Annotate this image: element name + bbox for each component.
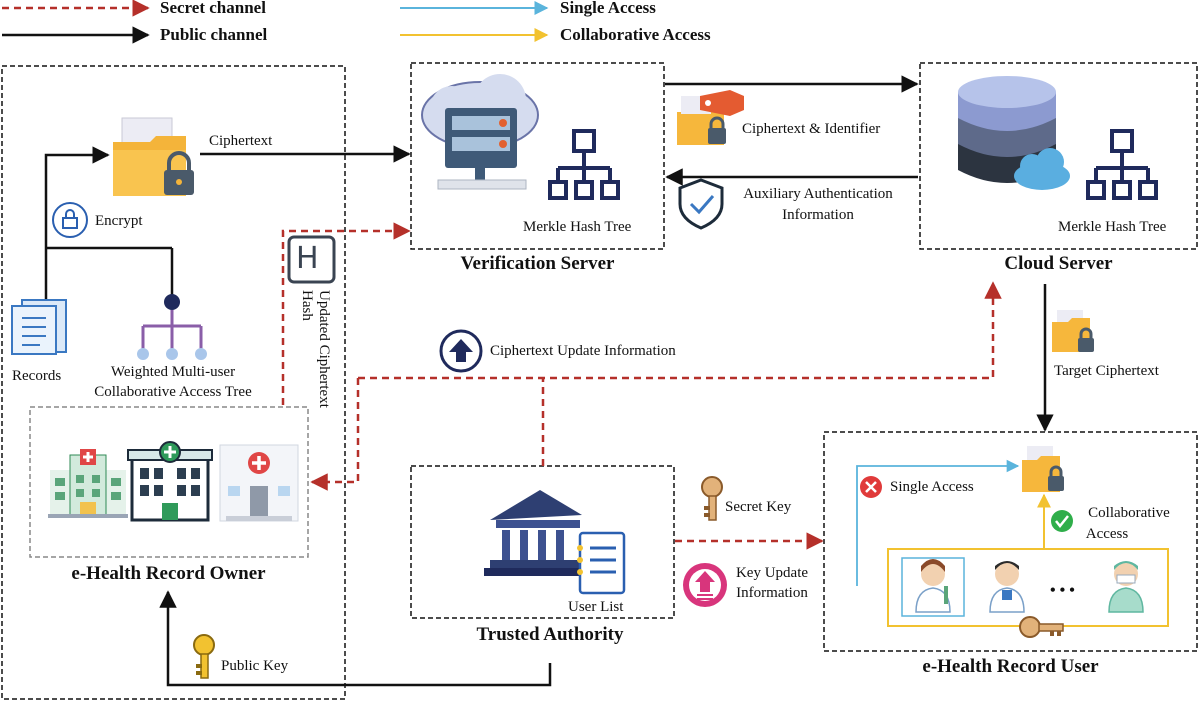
hospital-icon-3 bbox=[219, 444, 299, 522]
target-ciphertext-icon bbox=[1052, 310, 1094, 352]
user-folder-icon bbox=[1022, 446, 1064, 492]
deny-icon bbox=[860, 476, 882, 498]
single-user-frame bbox=[901, 557, 965, 617]
merkle-tree-icon bbox=[548, 129, 620, 200]
encrypt-icon bbox=[52, 202, 88, 238]
hash-label: Updated Ciphertext Hash bbox=[299, 290, 332, 408]
shield-check-icon bbox=[678, 178, 724, 230]
encrypted-folder-icon bbox=[113, 117, 194, 196]
cloud-server-rack-icon bbox=[421, 74, 539, 190]
public-key-icon bbox=[193, 634, 215, 679]
check-icon bbox=[1051, 510, 1073, 532]
records-label: Records bbox=[12, 368, 62, 384]
legend-single-label: Single Access bbox=[560, 0, 656, 17]
nurse-avatar-icon bbox=[1108, 561, 1144, 613]
cloud-server-title: Cloud Server bbox=[1004, 253, 1113, 274]
target-ciphertext-label: Target Ciphertext bbox=[1054, 363, 1159, 379]
records-to-folder-arrow bbox=[44, 146, 110, 300]
ciphertext-identifier-icon bbox=[677, 90, 744, 145]
merkle-tree-icon-2 bbox=[1086, 129, 1158, 200]
single-access-arrow bbox=[856, 459, 1020, 586]
small-cloud-icon bbox=[1014, 148, 1070, 190]
verification-mht-label: Merkle Hash Tree bbox=[523, 219, 632, 235]
user-box bbox=[823, 431, 1198, 652]
hash-update-arrow bbox=[281, 222, 411, 405]
key-update-icon bbox=[683, 563, 727, 607]
hash-icon-letter: H bbox=[296, 241, 319, 276]
cloud-mht-label: Merkle Hash Tree bbox=[1058, 219, 1167, 235]
encrypt-label: Encrypt bbox=[95, 213, 143, 229]
secret-key-icon bbox=[701, 476, 723, 521]
collab-access-label-line1: Collaborative bbox=[1088, 505, 1170, 521]
access-tree-label-line2: Collaborative Access Tree bbox=[94, 384, 252, 400]
legend-secret-label: Secret channel bbox=[160, 0, 266, 17]
hospital-icon-1 bbox=[48, 449, 128, 518]
ct-update-label: Ciphertext Update Information bbox=[490, 343, 676, 359]
legend-collab-label: Collaborative Access bbox=[560, 25, 711, 44]
hospital-icon-2 bbox=[127, 441, 213, 522]
key-update-label-line1: Key Update bbox=[735, 565, 809, 581]
more-users-ellipsis: • • • bbox=[1050, 582, 1075, 599]
access-tree-icon bbox=[137, 294, 207, 360]
ct-update-to-cloud-arrow bbox=[358, 281, 1002, 380]
records-icon bbox=[11, 299, 67, 355]
ciphertext-identifier-label: Ciphertext & Identifier bbox=[742, 121, 881, 137]
doctor-avatar-icon-2 bbox=[989, 561, 1025, 613]
legend-public-label: Public channel bbox=[160, 25, 268, 44]
authority-building-icon bbox=[484, 490, 590, 576]
owner-box bbox=[1, 65, 346, 700]
user-list-label: User List bbox=[568, 599, 624, 615]
ciphertext-label: Ciphertext bbox=[209, 133, 273, 149]
collab-access-label-line2: Access bbox=[1085, 526, 1129, 542]
key-update-label-line2: Information bbox=[736, 585, 808, 601]
access-tree-label-line1: Weighted Multi-user bbox=[110, 364, 236, 380]
hospital-inner-box bbox=[29, 406, 309, 558]
aux-auth-label-line2: Information bbox=[782, 207, 854, 223]
ct-update-to-owner-arrow bbox=[310, 378, 360, 491]
single-access-label: Single Access bbox=[890, 479, 974, 495]
public-key-arrow bbox=[159, 590, 552, 687]
verification-server-title: Verification Server bbox=[460, 253, 615, 274]
owner-title: e-Health Record Owner bbox=[71, 563, 266, 584]
user-title: e-Health Record User bbox=[922, 656, 1099, 677]
trusted-authority-title: Trusted Authority bbox=[476, 624, 624, 645]
shared-key-icon bbox=[1019, 616, 1064, 638]
upload-icon bbox=[439, 329, 483, 373]
secret-key-label: Secret Key bbox=[725, 499, 792, 515]
hash-icon bbox=[287, 235, 336, 284]
cloud-server-box bbox=[919, 62, 1198, 250]
doctor-avatar-icon bbox=[915, 559, 951, 613]
public-key-label: Public Key bbox=[221, 658, 289, 674]
aux-auth-label-line1: Auxiliary Authentication bbox=[743, 186, 893, 202]
user-list-icon bbox=[577, 531, 626, 595]
verification-server-box bbox=[410, 62, 665, 250]
